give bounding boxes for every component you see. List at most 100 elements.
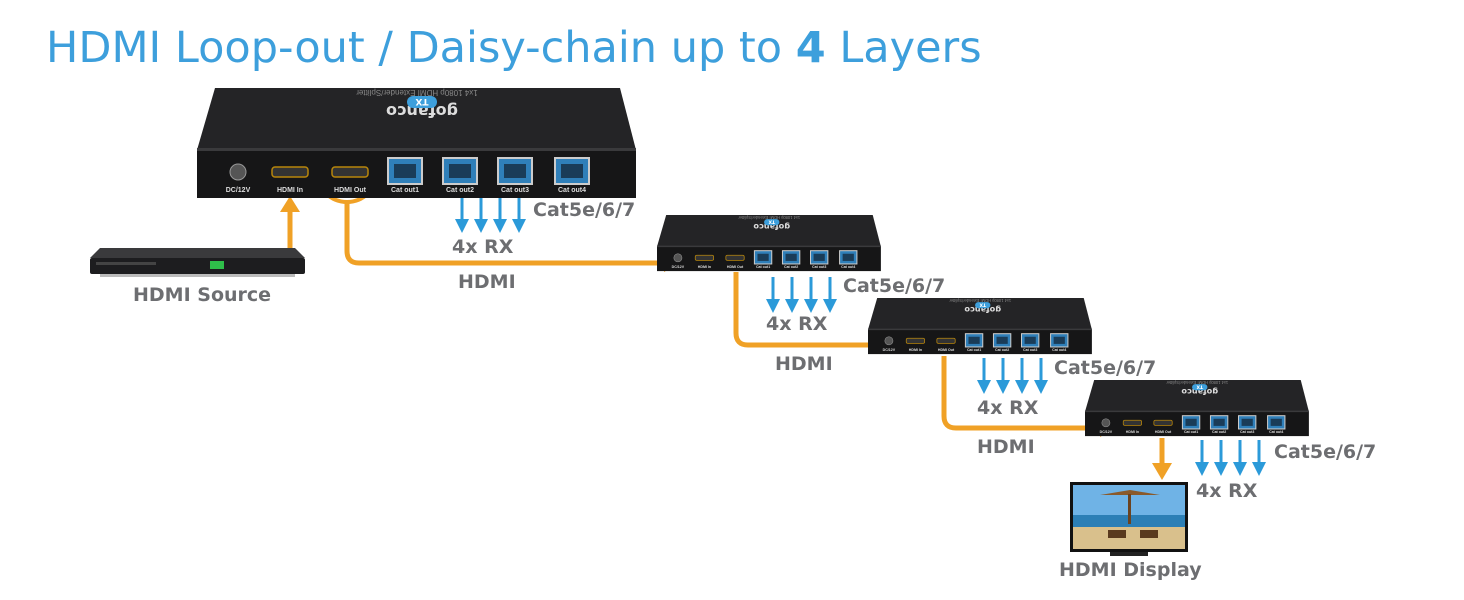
port-label: Cat out1 [967,348,981,352]
tx-badge-label: TX [415,96,428,106]
port-label: HDMI In [698,265,711,269]
arrow-down-icon [766,299,780,313]
port-label: Cat out3 [1240,430,1254,434]
port-label: Cat out3 [501,187,529,194]
device-edge [1085,410,1309,413]
cable-type-label: Cat5e/6/7 [1274,441,1376,463]
rj45-jack [968,336,980,344]
port-label: Cat out4 [1052,348,1066,352]
port-label: Cat out4 [558,187,586,194]
port-label: Cat out1 [756,265,770,269]
dc-jack [1101,418,1111,428]
arrow-down-icon [785,299,799,313]
tx-badge [764,219,780,226]
receiver-count-label: 4x RX [1196,480,1258,502]
cable-type-label: Cat5e/6/7 [843,275,945,297]
device-top [1085,380,1309,412]
rj45-jack [1185,418,1197,426]
rj45-jack [1053,336,1065,344]
rj45-jack [1024,336,1036,344]
port-label: Cat out2 [995,348,1009,352]
extender-device-1: 1x4 1080p HDMI Extender/SplittergofancoT… [197,88,636,198]
arrow-down-icon [1195,462,1209,476]
arrow-down-icon [1152,463,1172,480]
port-label: DC/12V [1100,430,1113,434]
tx-badge [1192,384,1208,391]
port-label: HDMI In [909,348,922,352]
rj45-jack [1270,418,1282,426]
hdmi-port [936,337,956,344]
rj45-jack [813,253,825,261]
port-label: Cat out4 [841,265,855,269]
arrow-down-icon [996,380,1010,394]
cable-type-label: Cat5e/6/7 [533,199,635,221]
arrow-down-icon [977,380,991,394]
device-edge [197,148,636,151]
hdmi-port [1122,419,1142,426]
hdmi-port [331,166,369,178]
rj45-jack [1213,418,1225,426]
port-label: HDMI Out [1155,430,1172,434]
hdmi-port [271,166,309,178]
arrow-down-icon [1015,380,1029,394]
port-label: DC/12V [672,265,685,269]
hdmi-loop-line-2 [733,272,884,348]
port-label: Cat out3 [1023,348,1037,352]
rj45-jack [561,164,583,178]
device-top [197,88,636,150]
device-model: 1x4 1080p HDMI Extender/Splitter [738,215,801,220]
device-edge [868,328,1092,331]
tx-badge-label: TX [1196,384,1203,390]
tx-badge-label: TX [768,219,775,225]
port-label: Cat out2 [784,265,798,269]
tx-badge-label: TX [979,302,986,308]
hdmi-port [725,254,745,261]
port-label: Cat out1 [1184,430,1198,434]
port-label: HDMI Out [334,187,367,194]
hdmi-port [1153,419,1173,426]
device-model: 1x4 1080p HDMI Extender/Splitter [1166,380,1229,385]
device-top [657,215,881,247]
port-label: Cat out2 [1212,430,1226,434]
hdmi-port [694,254,714,261]
arrow-down-icon [1252,462,1266,476]
hdmi-source-label: HDMI Source [133,284,271,306]
rj45-jack [996,336,1008,344]
hdmi-display-label: HDMI Display [1059,559,1202,581]
rj45-jack [449,164,471,178]
hdmi-link-label: HDMI [977,436,1035,458]
blu-ray-player [90,248,305,277]
hdmi-link-label: HDMI [775,353,833,375]
arrow-down-icon [512,219,526,233]
port-label: DC/12V [883,348,896,352]
device-top [868,298,1092,330]
receiver-count-label: 4x RX [766,313,828,335]
rj45-jack [394,164,416,178]
extender-device-2: 1x4 1080p HDMI Extender/SplittergofancoT… [657,215,881,272]
arrow-down-icon [474,219,488,233]
arrow-down-icon [1214,462,1228,476]
receiver-count-label: 4x RX [452,236,514,258]
port-label: HDMI In [1126,430,1139,434]
dc-jack [884,336,894,346]
brand-logo: gofanco [964,305,1001,315]
tx-badge [407,96,437,108]
rj45-jack [842,253,854,261]
arrow-down-icon [823,299,837,313]
rj45-jack [785,253,797,261]
device-model: 1x4 1080p HDMI Extender/Splitter [949,298,1012,303]
port-label: HDMI Out [727,265,744,269]
port-label: DC/12V [226,187,251,194]
port-label: HDMI Out [938,348,955,352]
arrow-up-icon [280,196,300,212]
hdmi-loop-line-3 [941,356,1102,431]
port-label: Cat out4 [1269,430,1283,434]
port-label: Cat out2 [446,187,474,194]
extender-device-4: 1x4 1080p HDMI Extender/SplittergofancoT… [1085,380,1309,437]
rj45-jack [504,164,526,178]
arrow-down-icon [1233,462,1247,476]
dc-jack [673,253,683,263]
receiver-count-label: 4x RX [977,397,1039,419]
